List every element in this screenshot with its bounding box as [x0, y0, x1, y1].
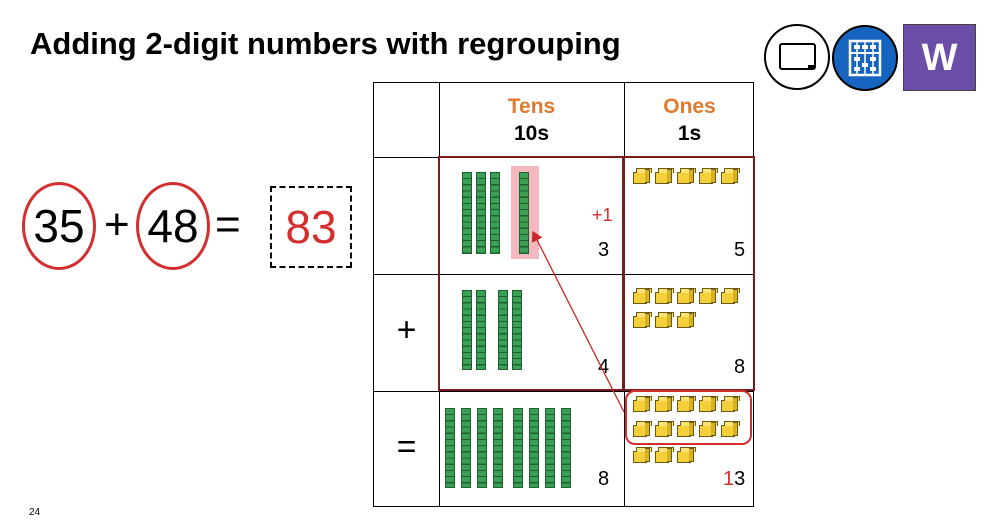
- row1-ones-count: 5: [734, 239, 746, 261]
- ten-rod: [512, 290, 522, 370]
- ten-rod: [445, 408, 455, 488]
- one-cube: [655, 312, 674, 328]
- one-cube: [677, 421, 696, 437]
- one-cube: [699, 168, 718, 184]
- one-cube: [655, 168, 674, 184]
- whiteboard-screen-shape: [779, 43, 816, 70]
- ten-rod: [476, 290, 486, 370]
- row3-tens-count: 8: [598, 468, 610, 490]
- page-number: 24: [29, 507, 41, 518]
- one-cube: [721, 288, 740, 304]
- one-cube: [633, 447, 652, 463]
- one-cube: [677, 447, 696, 463]
- abacus-icon[interactable]: [832, 25, 898, 91]
- one-cube: [655, 396, 674, 412]
- one-cube: [633, 421, 652, 437]
- row3-ones-count: 13: [723, 468, 745, 491]
- ten-rod: [462, 172, 472, 254]
- ten-rod: [462, 290, 472, 370]
- ten-rod: [461, 408, 471, 488]
- one-cube: [677, 168, 696, 184]
- row3-ones-carry-digit: 1: [723, 468, 735, 490]
- one-cube: [633, 396, 652, 412]
- ten-rod: [513, 408, 523, 488]
- one-cube: [721, 396, 740, 412]
- row-equals-operator: =: [396, 428, 417, 466]
- one-cube: [699, 421, 718, 437]
- tens-header: Tens: [507, 95, 556, 118]
- plus-sign: +: [104, 200, 130, 249]
- one-cube: [655, 447, 674, 463]
- one-cube: [677, 312, 696, 328]
- one-cube: [633, 288, 652, 304]
- one-cube: [633, 168, 652, 184]
- ones-subheader: 1s: [677, 122, 702, 145]
- word-icon[interactable]: W: [903, 24, 976, 91]
- ten-rod: [498, 290, 508, 370]
- one-cube: [699, 288, 718, 304]
- ten-rod: [493, 408, 503, 488]
- row2-ones-count: 8: [734, 356, 746, 378]
- slide-title: Adding 2-digit numbers with regrouping: [30, 26, 621, 61]
- abacus-icon-graphic: [848, 39, 882, 77]
- whiteboard-icon[interactable]: [764, 24, 830, 90]
- ten-rod: [490, 172, 500, 254]
- one-cube: [655, 421, 674, 437]
- one-cube: [699, 396, 718, 412]
- ten-rod: [476, 172, 486, 254]
- ones-addends-box: [623, 156, 755, 391]
- ten-rod: [529, 408, 539, 488]
- carry-label: +1: [592, 205, 613, 225]
- ten-rod: [561, 408, 571, 488]
- row-plus-operator: +: [396, 311, 417, 349]
- one-cube: [655, 288, 674, 304]
- ten-rod: [545, 408, 555, 488]
- ten-rod: [477, 408, 487, 488]
- tens-subheader: 10s: [513, 122, 550, 145]
- one-cube: [677, 396, 696, 412]
- equals-sign: =: [215, 200, 241, 249]
- one-cube: [721, 168, 740, 184]
- addend-a: 35: [22, 182, 96, 270]
- addend-b: 48: [136, 182, 210, 270]
- one-cube: [677, 288, 696, 304]
- one-cube: [633, 312, 652, 328]
- ones-header: Ones: [663, 95, 716, 118]
- one-cube: [721, 421, 740, 437]
- answer-box: 83: [270, 186, 352, 268]
- carried-ten-rod: [519, 172, 529, 254]
- whiteboard-pen-shape: [808, 65, 815, 69]
- row3-ones-unit-digit: 3: [734, 468, 746, 490]
- regroup-ten-ones-box: [625, 390, 752, 445]
